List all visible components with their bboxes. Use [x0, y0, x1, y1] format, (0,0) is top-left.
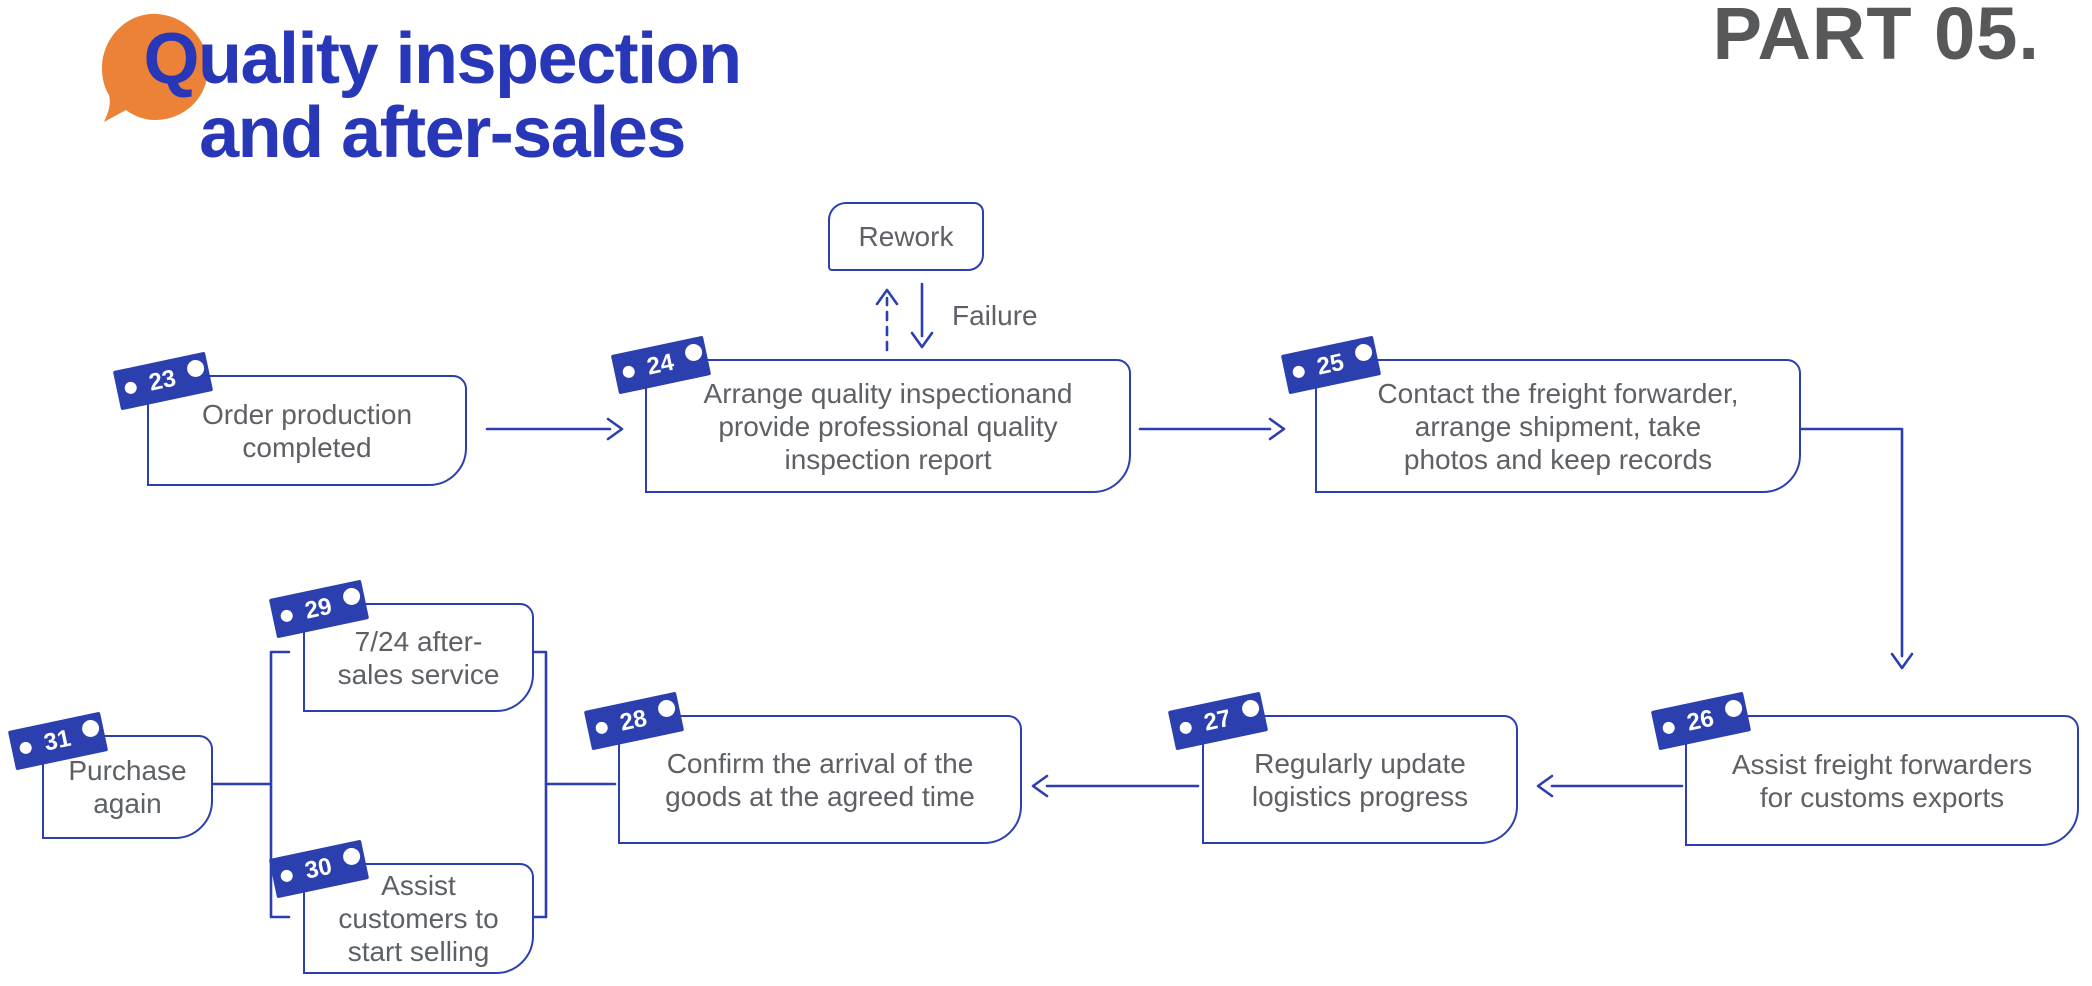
- box-text-line: inspection report: [784, 443, 992, 475]
- box-text-line: sales service: [337, 658, 500, 690]
- step-badge-26: 26: [1650, 691, 1752, 751]
- box-text: 7/24 after- sales service: [338, 625, 500, 691]
- step-number: 26: [1684, 704, 1717, 737]
- step-number: 27: [1201, 704, 1234, 737]
- box-text-line: 7/24 after-: [354, 625, 483, 657]
- box-text-line: Order production: [201, 398, 413, 430]
- step-badge-25: 25: [1280, 335, 1382, 395]
- box-text-line: for customs exports: [1759, 781, 2005, 813]
- box-text-line: Confirm the arrival of the: [666, 747, 974, 779]
- step-number: 25: [1314, 348, 1347, 381]
- badge-dot-icon: [279, 608, 294, 623]
- flow-box-logistics-progress: 27 Regularly update logistics progress: [1167, 691, 1518, 844]
- box-text: Contact the freight forwarder, arrange s…: [1377, 377, 1738, 476]
- badge-dot-icon: [80, 717, 101, 739]
- flow-box-customs-exports: 26 Assist freight forwarders for customs…: [1650, 691, 2079, 846]
- failure-label: Failure: [952, 300, 1038, 331]
- step-number: 28: [617, 704, 650, 737]
- arrowhead-27-28: [1031, 774, 1049, 798]
- box-text-line: goods at the agreed time: [665, 780, 975, 812]
- flow-box-quality-inspection: 24 Arrange quality inspectionand provide…: [610, 335, 1131, 493]
- flow-box-assist-customers: 30 Assist customers to start selling: [268, 839, 534, 974]
- flow-box-after-sales-service: 29 7/24 after- sales service: [268, 579, 534, 712]
- badge-dot-icon: [1723, 697, 1744, 719]
- box-text: Assist freight forwarders for customs ex…: [1732, 748, 2032, 814]
- badge-dot-icon: [1291, 364, 1306, 379]
- badge-dot-icon: [279, 868, 294, 883]
- page-title-line1: Quality inspection: [143, 19, 742, 99]
- box-text-line: photos and keep records: [1403, 443, 1713, 475]
- page-title: Quality inspection and after-sales: [138, 22, 746, 170]
- badge-dot-icon: [1661, 720, 1676, 735]
- box-text-line: Assist: [381, 870, 456, 901]
- badge-dot-icon: [621, 364, 636, 379]
- box-text-line: Regularly update: [1254, 747, 1466, 779]
- badge-dot-icon: [656, 697, 677, 719]
- box-text-line: Purchase: [68, 755, 187, 786]
- box-text: Confirm the arrival of the goods at the …: [665, 747, 975, 813]
- box-text-line: Contact the freight forwarder,: [1377, 377, 1739, 409]
- box-text: Assist customers to start selling: [338, 869, 498, 968]
- badge-dot-icon: [1240, 697, 1261, 719]
- box-text-line: completed: [242, 431, 372, 463]
- flow-box-purchase-again: 31 Purchase again: [7, 711, 213, 839]
- arrowhead-26-27: [1536, 774, 1554, 798]
- box-text-line: arrange shipment, take: [1414, 410, 1702, 442]
- step-number: 24: [644, 348, 677, 381]
- flow-box-rework: Rework: [828, 202, 984, 271]
- page-title-line2: and after-sales: [199, 93, 686, 173]
- badge-dot-icon: [123, 380, 138, 395]
- flow-box-contact-freight-forwarder: 25 Contact the freight forwarder, arrang…: [1280, 335, 1801, 493]
- badge-dot-icon: [341, 845, 362, 867]
- badge-dot-icon: [341, 585, 362, 607]
- badge-dot-icon: [185, 357, 206, 379]
- box-text: Order production completed: [202, 398, 412, 464]
- badge-dot-icon: [18, 740, 33, 755]
- box-text: Arrange quality inspectionand provide pr…: [704, 377, 1073, 476]
- bracket-right: [532, 650, 548, 919]
- step-number: 29: [302, 592, 335, 625]
- box-text-line: Assist freight forwarders: [1731, 748, 2033, 780]
- badge-dot-icon: [683, 341, 704, 363]
- arrowhead-24-25: [1268, 417, 1286, 441]
- step-badge-27: 27: [1167, 691, 1269, 751]
- flow-box-confirm-arrival: 28 Confirm the arrival of the goods at t…: [583, 691, 1022, 844]
- badge-dot-icon: [594, 720, 609, 735]
- step-number: 23: [146, 364, 179, 397]
- arrow-25-26: [1798, 427, 1904, 658]
- rework-label: Rework: [858, 220, 954, 252]
- box-text: Regularly update logistics progress: [1252, 747, 1468, 813]
- box-text-line: again: [93, 788, 162, 819]
- box-text: Purchase again: [68, 754, 186, 820]
- arrowhead-25-26: [1890, 652, 1914, 670]
- step-badge-24: 24: [610, 335, 712, 395]
- box-text-line: customers to: [338, 903, 499, 934]
- step-number: 30: [302, 852, 335, 885]
- step-badge-28: 28: [583, 691, 685, 751]
- part-label: PART 05.: [1712, 0, 2040, 75]
- box-text-line: logistics progress: [1251, 780, 1469, 812]
- orange-blob-decoration: [102, 13, 208, 122]
- arrowhead-failure-down: [910, 331, 934, 349]
- arrowhead-23-24: [606, 417, 624, 441]
- flow-box-order-production: 23 Order production completed: [112, 351, 467, 486]
- badge-dot-icon: [1178, 720, 1193, 735]
- arrowhead-rework-up: [875, 288, 899, 306]
- badge-dot-icon: [1353, 341, 1374, 363]
- box-text-line: provide professional quality: [718, 410, 1058, 442]
- step-number: 31: [41, 724, 74, 757]
- box-text-line: Arrange quality inspectionand: [703, 377, 1073, 409]
- step-badge-23: 23: [112, 351, 214, 411]
- box-text-line: start selling: [347, 936, 490, 967]
